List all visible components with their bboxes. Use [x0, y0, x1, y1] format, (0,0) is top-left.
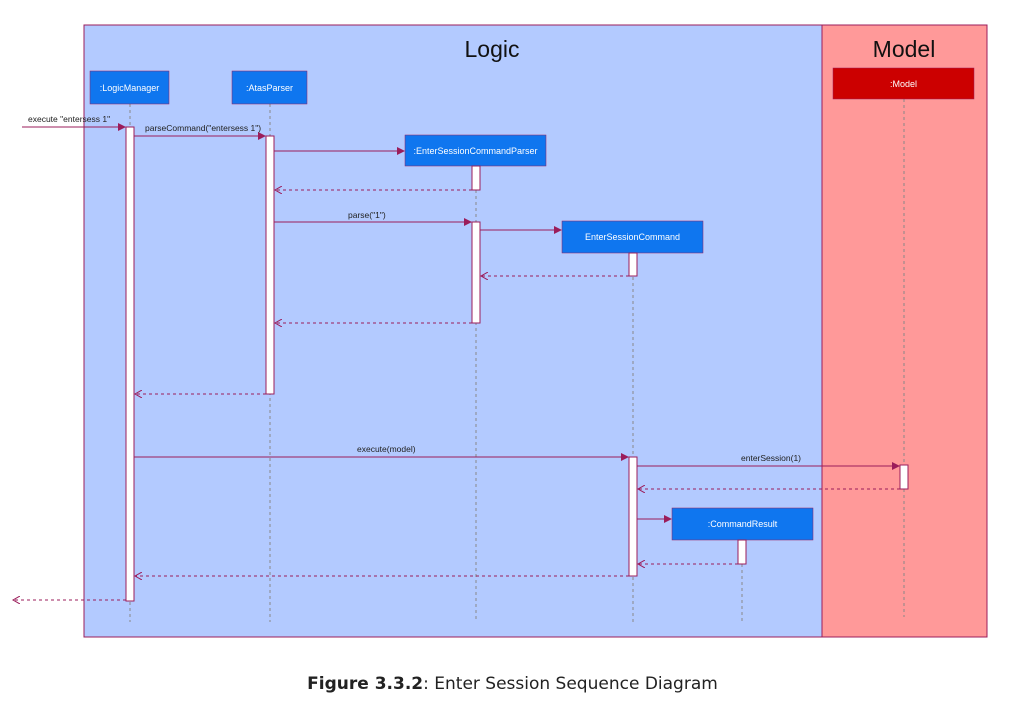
model-activation — [899, 464, 909, 490]
participant-label: :Model — [890, 79, 917, 89]
enter-session-command-parser-activation-1 — [471, 165, 481, 191]
parse-command-call-label: parseCommand("entersess 1") — [145, 123, 261, 133]
participant-logic-manager: :LogicManager — [89, 70, 170, 105]
figure-caption: Figure 3.3.2: Enter Session Sequence Dia… — [0, 674, 1025, 694]
call-arrows — [22, 123, 900, 523]
figure-caption-text: : Enter Session Sequence Diagram — [423, 674, 718, 694]
model-frame: Model — [821, 24, 988, 638]
logic-frame-title: Logic — [465, 36, 520, 62]
enter-session-command-parser-activation-2 — [471, 221, 481, 324]
participant-enter-session-command: EnterSessionCommand — [561, 220, 704, 254]
sequence-diagram: Logic Model :LogicManager :AtasParser :E… — [0, 24, 988, 638]
activation-bars — [125, 126, 909, 602]
command-result-activation — [737, 539, 747, 565]
participant-label: :CommandResult — [708, 519, 778, 529]
execute-model-call-label: execute(model) — [357, 444, 416, 454]
logic-frame: Logic — [83, 24, 823, 638]
participant-label: EnterSessionCommand — [585, 232, 680, 242]
atas-parser-activation — [265, 135, 275, 395]
participant-label: :EnterSessionCommandParser — [413, 146, 537, 156]
model-frame-title: Model — [873, 36, 936, 62]
participant-label: :AtasParser — [246, 83, 293, 93]
return-arrows — [13, 190, 900, 600]
enter-session-command-activation-1 — [628, 252, 638, 277]
participant-enter-session-command-parser: :EnterSessionCommandParser — [404, 134, 547, 167]
figure-caption-number: Figure 3.3.2 — [307, 674, 424, 694]
enter-session-call-label: enterSession(1) — [741, 453, 801, 463]
execute-call-label: execute "entersess 1" — [28, 114, 110, 124]
enter-session-command-activation-2 — [628, 456, 638, 577]
participant-atas-parser: :AtasParser — [231, 70, 308, 105]
participant-command-result: :CommandResult — [671, 507, 814, 541]
participant-model: :Model — [832, 67, 975, 100]
logic-manager-activation — [125, 126, 135, 602]
parse-call-label: parse("1") — [348, 210, 386, 220]
participant-label: :LogicManager — [100, 83, 160, 93]
